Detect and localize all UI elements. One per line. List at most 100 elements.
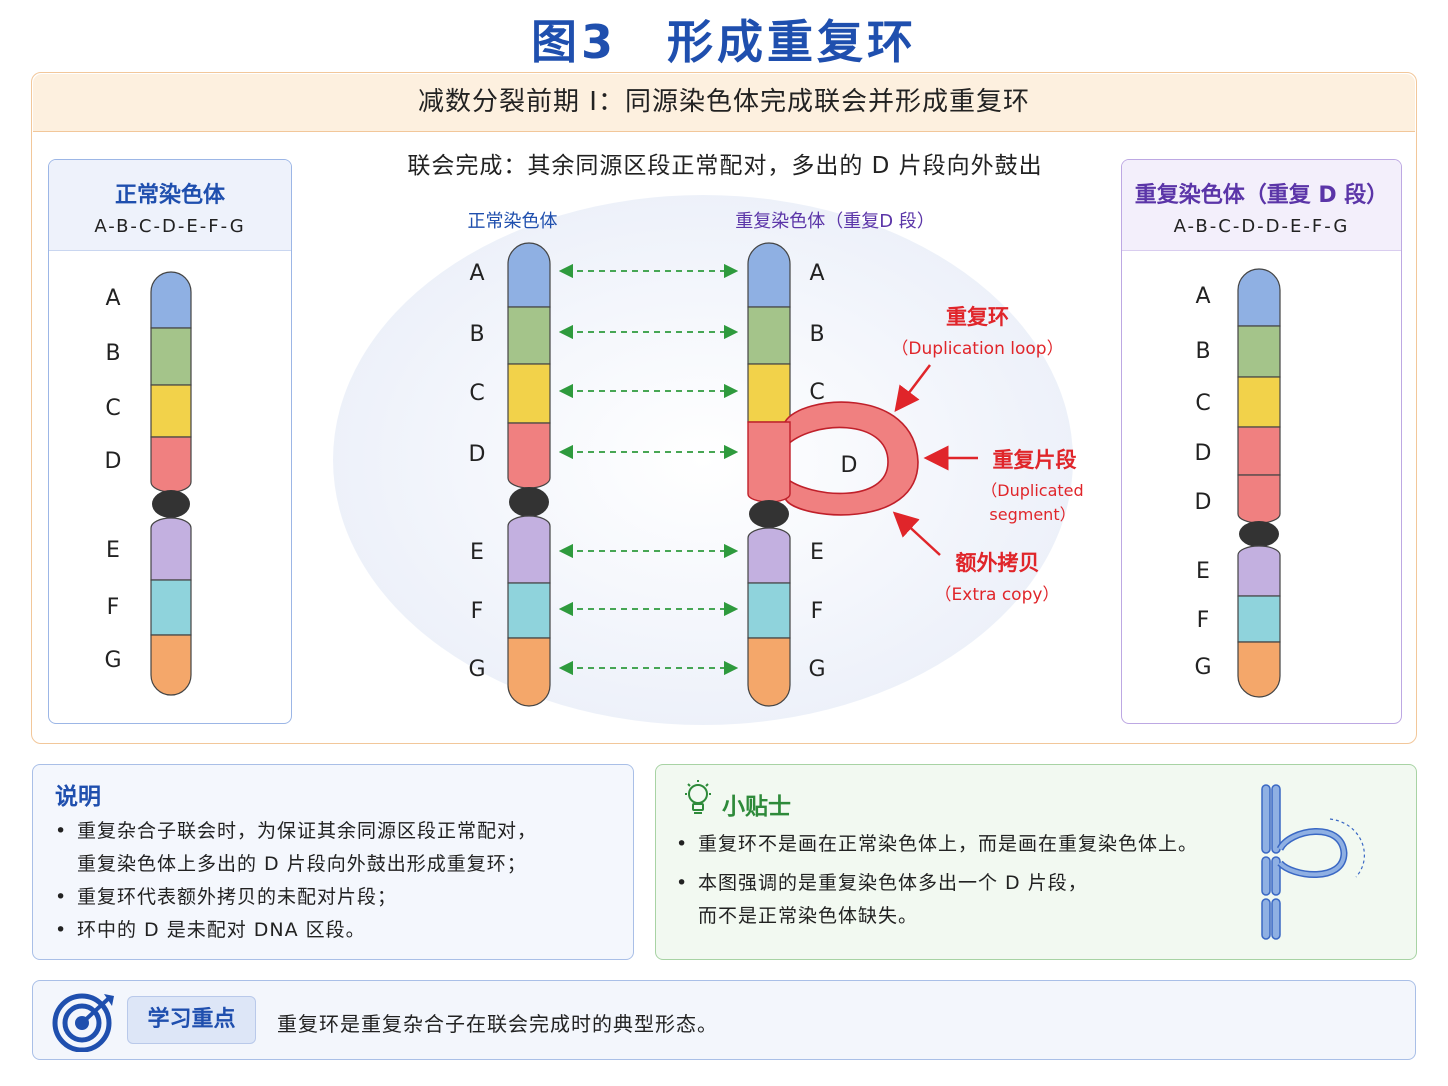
label-f: F xyxy=(471,599,484,624)
label-c: C xyxy=(1195,391,1210,416)
segment-c xyxy=(507,363,551,424)
loop-chromosome-icon xyxy=(1261,784,1365,940)
tips-heading: 小贴士 xyxy=(722,794,791,820)
key-point-text: 重复环是重复杂合子在联会完成时的典型形态。 xyxy=(277,1012,718,1036)
segment-d xyxy=(1237,426,1281,476)
label-a: A xyxy=(809,261,824,286)
label-c: C xyxy=(105,396,120,421)
segment-e xyxy=(747,527,791,584)
segment-a xyxy=(150,271,192,329)
segment-e xyxy=(1237,545,1281,597)
segment-a xyxy=(1237,268,1281,327)
segment-d-duplicate xyxy=(1237,474,1281,524)
label-e: E xyxy=(106,538,120,563)
label-b: B xyxy=(809,322,824,347)
label-f: F xyxy=(1197,608,1210,633)
key-point-tag: 学习重点 xyxy=(127,996,256,1044)
centromere xyxy=(749,500,789,528)
segment-a xyxy=(507,242,551,308)
segment-b xyxy=(747,306,791,365)
extra-copy-pointer-arrow xyxy=(892,511,941,556)
loop-annotation-en: （Duplication loop） xyxy=(891,339,1064,359)
normal-panel-sequence: A-B-C-D-E-F-G xyxy=(94,216,246,237)
segment-c xyxy=(150,384,192,438)
stage-header: 减数分裂前期 I：同源染色体完成联会并形成重复环 xyxy=(33,74,1415,132)
loop-annotation-cn: 重复环 xyxy=(946,305,1009,329)
right-duplicated-chromosome xyxy=(1237,268,1281,698)
segment-b xyxy=(1237,325,1281,378)
segment-annotation-cn: 重复片段 xyxy=(992,448,1077,472)
segment-c xyxy=(747,363,791,423)
list-item: •重复环不是画在正常染色体上，而是画在重复染色体上。 xyxy=(676,833,1199,855)
extra-annotation-en: （Extra copy） xyxy=(934,585,1060,605)
center-duplicated-label: 重复染色体（重复D 段） xyxy=(735,211,935,232)
segment-c xyxy=(1237,376,1281,428)
lightbulb-icon xyxy=(685,780,711,814)
label-g: G xyxy=(104,648,121,673)
left-normal-chromosome xyxy=(150,271,192,696)
tips-list: •重复环不是画在正常染色体上，而是画在重复染色体上。 •本图强调的是重复染色体多… xyxy=(676,828,1236,933)
label-e: E xyxy=(470,540,484,565)
segment-f xyxy=(150,579,192,636)
tips-card: 小贴士 •重复环不是画在正常染色体上，而是画在重复染色体上。 •本图强调的是重复… xyxy=(655,764,1417,960)
label-d-duplicate: D xyxy=(1195,490,1212,515)
label-g: G xyxy=(808,657,825,682)
stage-subtitle: 联会完成：其余同源区段正常配对，多出的 D 片段向外鼓出 xyxy=(407,153,1043,179)
segment-a xyxy=(747,242,791,308)
duplicated-panel-sequence: A-B-C-D-D-E-F-G xyxy=(1173,216,1350,237)
centromere xyxy=(152,490,190,518)
key-point-bar xyxy=(32,980,1416,1060)
label-a: A xyxy=(1195,284,1210,309)
label-f: F xyxy=(811,599,824,624)
centromere xyxy=(509,487,549,517)
segment-f xyxy=(507,582,551,639)
label-d: D xyxy=(105,449,122,474)
segment-d xyxy=(507,422,551,489)
list-item: •重复杂合子联会时，为保证其余同源区段正常配对， xyxy=(55,820,538,842)
segment-b xyxy=(150,327,192,386)
loop-pointer-arrow xyxy=(894,364,931,412)
list-item: •重复环代表额外拷贝的未配对片段； xyxy=(55,886,398,908)
duplicated-panel-header: 重复染色体（重复 D 段） A-B-C-D-D-E-F-G xyxy=(1122,160,1401,251)
list-item: 而不是正常染色体缺失。 xyxy=(698,905,919,927)
center-duplicated-chromosome xyxy=(747,242,919,707)
target-icon xyxy=(52,993,114,1052)
segment-d xyxy=(747,421,791,503)
extra-annotation-cn: 额外拷贝 xyxy=(955,551,1040,575)
segment-f xyxy=(1237,595,1281,643)
segment-e xyxy=(507,515,551,584)
label-a: A xyxy=(469,261,484,286)
notes-heading: 说明 xyxy=(55,784,101,810)
label-d: D xyxy=(469,442,486,467)
label-c: C xyxy=(469,381,484,406)
center-normal-label: 正常染色体 xyxy=(467,211,558,232)
segment-b xyxy=(507,306,551,365)
duplication-loop xyxy=(784,401,919,516)
list-item: •本图强调的是重复染色体多出一个 D 片段， xyxy=(676,872,1088,894)
centromere xyxy=(1239,521,1279,547)
annotation-arrows xyxy=(892,364,978,556)
segment-d xyxy=(150,436,192,493)
label-e: E xyxy=(1196,559,1210,584)
segment-g xyxy=(150,634,192,696)
normal-panel-title: 正常染色体 xyxy=(114,183,225,208)
loop-label-d: D xyxy=(841,453,858,478)
list-item: •环中的 D 是未配对 DNA 区段。 xyxy=(55,919,366,941)
label-c: C xyxy=(809,380,824,405)
pairing-arrows xyxy=(558,263,739,676)
segment-e xyxy=(150,517,192,581)
label-g: G xyxy=(468,657,485,682)
synapsis-background xyxy=(333,195,1073,725)
label-b: B xyxy=(105,341,120,366)
label-f: F xyxy=(107,595,120,620)
normal-panel-header: 正常染色体 A-B-C-D-E-F-G xyxy=(49,160,291,251)
duplicated-panel-title: 重复染色体（重复 D 段） xyxy=(1134,183,1389,208)
center-normal-chromosome xyxy=(507,242,551,707)
segment-annotation-en: （Duplicated segment） xyxy=(981,481,1084,524)
notes-list: •重复杂合子联会时，为保证其余同源区段正常配对， 重复染色体上多出的 D 片段向… xyxy=(55,815,625,947)
label-b: B xyxy=(1195,339,1210,364)
list-item: 重复染色体上多出的 D 片段向外鼓出形成重复环； xyxy=(77,853,527,875)
segment-f xyxy=(747,582,791,639)
label-e: E xyxy=(810,540,824,565)
